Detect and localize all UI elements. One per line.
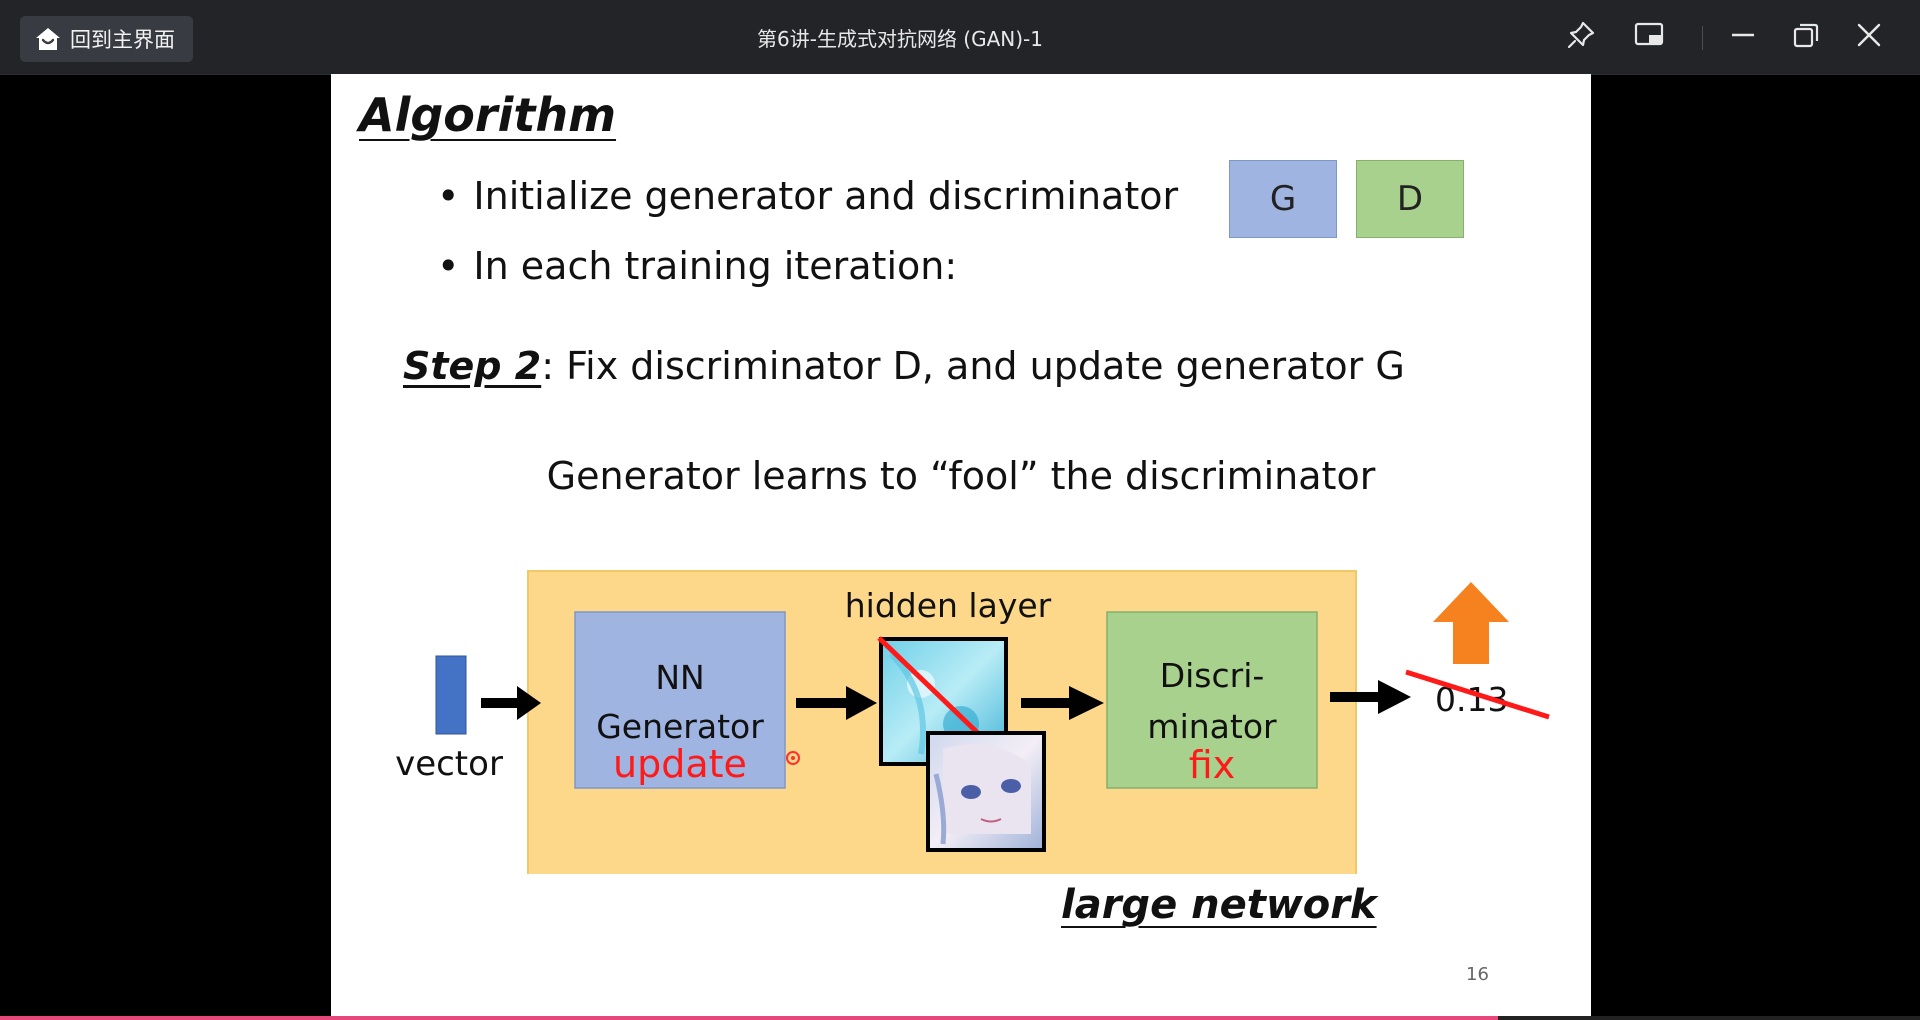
picture-in-picture-button[interactable] bbox=[1629, 17, 1669, 57]
home-icon bbox=[34, 25, 62, 53]
discriminator-label-line2: minator bbox=[1147, 707, 1277, 746]
restore-button[interactable] bbox=[1786, 17, 1826, 57]
picture-in-picture-icon bbox=[1633, 19, 1665, 55]
bullet-initialize: Initialize generator and discriminator bbox=[437, 174, 1178, 218]
step-label: Step 2 bbox=[403, 344, 542, 388]
arrow-hidden-to-discriminator bbox=[1021, 686, 1104, 720]
large-network-label: large network bbox=[1061, 882, 1377, 928]
slide-heading: Algorithm bbox=[359, 88, 617, 142]
hidden-layer-label: hidden layer bbox=[845, 586, 1052, 625]
step-description: : Fix discriminator D, and update genera… bbox=[541, 344, 1405, 388]
pin-button[interactable] bbox=[1561, 17, 1601, 57]
discriminator-status-fix: fix bbox=[1189, 743, 1235, 787]
arrow-discriminator-to-output bbox=[1330, 680, 1411, 714]
mouse-cursor-indicator bbox=[786, 751, 800, 765]
control-separator bbox=[1702, 26, 1703, 50]
generator-status-update: update bbox=[613, 742, 747, 786]
playback-progress-fill bbox=[0, 1016, 1498, 1020]
output-score-strike bbox=[1405, 669, 1550, 720]
arrow-vector-to-generator bbox=[481, 686, 541, 720]
back-to-home-label: 回到主界面 bbox=[70, 28, 175, 52]
generator-box: G bbox=[1229, 160, 1337, 238]
discriminator-label-line1: Discri- bbox=[1160, 656, 1265, 695]
slide: Algorithm Initialize generator and discr… bbox=[331, 74, 1591, 1016]
restore-icon bbox=[1791, 20, 1821, 54]
playback-progress-bar[interactable] bbox=[0, 1016, 1920, 1020]
back-to-home-button[interactable]: 回到主界面 bbox=[20, 16, 193, 62]
discriminator-box: D bbox=[1356, 160, 1464, 238]
step-line: Step 2: Fix discriminator D, and update … bbox=[403, 344, 1405, 388]
close-icon bbox=[1854, 20, 1884, 54]
minimize-icon bbox=[1728, 20, 1758, 54]
pin-icon bbox=[1565, 19, 1597, 55]
bullet-training-iteration: In each training iteration: bbox=[437, 244, 957, 288]
arrow-generator-to-hidden bbox=[796, 686, 877, 720]
increase-arrow-icon bbox=[1433, 582, 1509, 664]
page-number: 16 bbox=[1466, 964, 1489, 985]
nn-generator-block bbox=[574, 611, 786, 789]
slide-subtitle: Generator learns to “fool” the discrimin… bbox=[546, 454, 1376, 498]
window-title: 第6讲-生成式对抗网络 (GAN)-1 bbox=[757, 26, 1043, 51]
rejected-image-strike bbox=[877, 636, 985, 740]
minimize-button[interactable] bbox=[1723, 17, 1763, 57]
close-button[interactable] bbox=[1849, 17, 1889, 57]
generator-label-line2: Generator bbox=[596, 707, 764, 746]
generator-label-line1: NN bbox=[655, 658, 704, 697]
title-bar: 回到主界面 第6讲-生成式对抗网络 (GAN)-1 bbox=[0, 0, 1920, 75]
vector-label: vector bbox=[395, 744, 503, 784]
discriminator-block bbox=[1106, 611, 1318, 789]
generated-image-anime bbox=[926, 731, 1046, 852]
input-vector bbox=[435, 655, 467, 735]
gan-diagram: vector NN Generator update hidden layer bbox=[395, 570, 1550, 874]
